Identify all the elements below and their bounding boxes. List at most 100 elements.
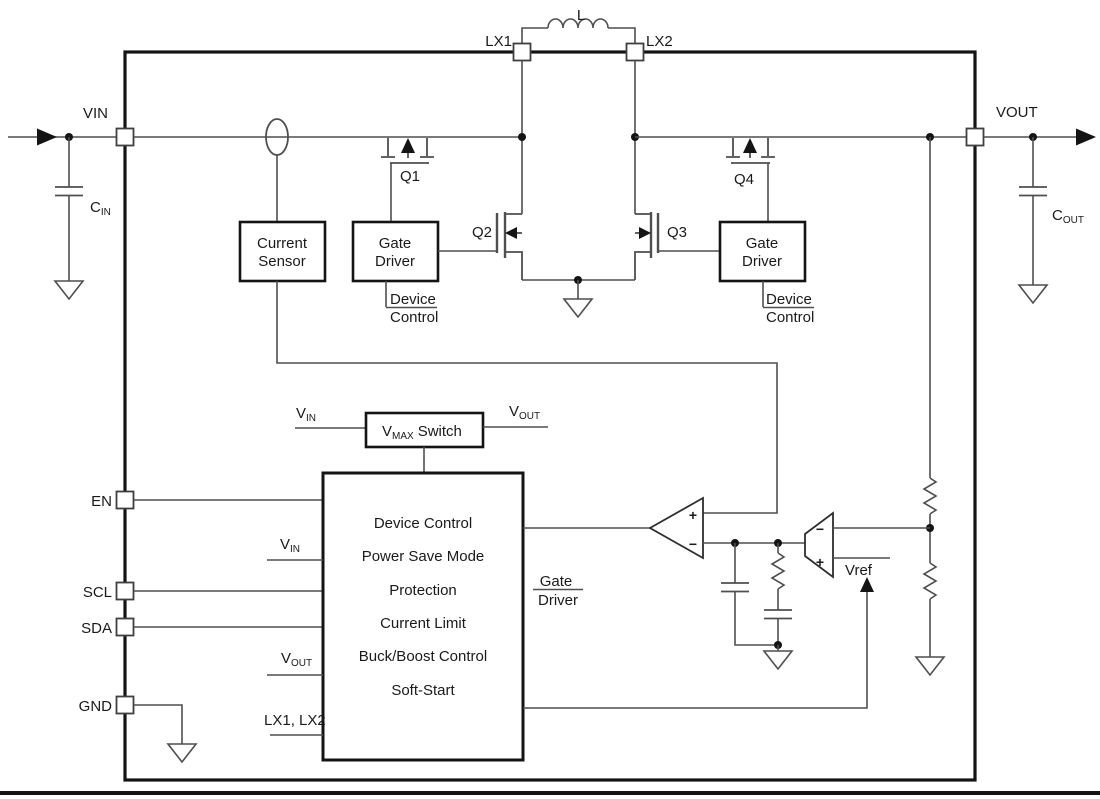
vout-net-label: VOUT [996,104,1038,121]
vin-sense-label: VIN [280,536,300,555]
en-pin [115,490,135,510]
vin-sense-input: VIN [267,536,323,561]
compensation-cap1 [720,582,750,593]
sda-pin-group: SDA [81,617,323,637]
gnd-pin-ground-icon [167,743,197,763]
gate-driver-signal: Gate Driver [533,573,583,609]
feedback-divider [915,133,945,676]
cin-label: CIN [90,199,111,218]
comparator-minus-label: − [689,536,697,552]
gnd-pin-group: GND [79,695,197,763]
vout-arrow-icon [1076,128,1096,146]
q1-label: Q1 [400,168,420,185]
vout-sense-input: VOUT [267,650,323,676]
function-power-save-mode: Power Save Mode [362,548,485,565]
pwm-comparator: + − [523,496,805,560]
compensation-cap2 [763,609,793,620]
device-control-right-line1: Device [766,291,812,308]
lx-sense-input: LX1, LX2 [264,712,326,736]
q2-q3-ground [563,276,593,318]
main-control-block: Device Control Power Save Mode Protectio… [321,471,525,762]
sda-pin [115,617,135,637]
q3-arrow-icon [639,227,651,239]
function-device-control: Device Control [374,515,472,532]
scl-pin-label: SCL [83,584,112,601]
vref-label: Vref [845,562,873,579]
function-soft-start: Soft-Start [391,682,455,699]
cin-capacitor: CIN [54,137,111,300]
scl-pin [115,581,135,601]
current-sensor-line1: Current [257,235,308,252]
scl-pin-group: SCL [83,581,323,601]
inductor: L [521,7,636,44]
vin-pin [115,127,135,147]
inductor-label: L [577,7,585,24]
divider-ground-icon [915,656,945,676]
gate-driver-signal-line2: Driver [538,592,578,609]
compensation-network [720,539,793,670]
cout-capacitor: COUT [1018,137,1084,304]
function-protection: Protection [389,582,457,599]
gate-driver-signal-line1: Gate [540,573,573,590]
q1-arrow-icon [401,138,415,153]
gate-driver-right-line2: Driver [742,253,782,270]
device-control-left-line1: Device [390,291,436,308]
lx2-pin-label: LX2 [646,33,673,50]
error-amplifier: − + [804,511,930,579]
q3-mosfet: Q3 [578,60,720,281]
gate-driver-left-line2: Driver [375,253,415,270]
function-buck-boost-control: Buck/Boost Control [359,648,487,665]
lx2-pin: LX2 [625,33,673,62]
cin-ground-icon [54,280,84,300]
compensation-ground-icon [763,650,793,670]
vref-path: Vref [523,562,874,709]
q3-label: Q3 [667,224,687,241]
error-amp-plus-label: + [816,554,824,570]
ic-boundary [123,50,977,782]
q4-label: Q4 [734,171,754,188]
q2-q3-ground-icon [563,298,593,318]
vin-arrow-icon [37,128,57,146]
gnd-pin-label: GND [79,698,113,715]
lx-sense-label: LX1, LX2 [264,712,326,729]
vmax-vout-label: VOUT [509,403,540,422]
gate-driver-right-block: Gate Driver Device Control [718,220,814,326]
figure-bottom-rule [0,791,1100,795]
device-control-right-line2: Control [766,309,814,326]
vin-net-label: VIN [83,105,108,122]
comparator-plus-label: + [689,507,697,523]
q2-arrow-icon [505,227,517,239]
vin-input-net: VIN [8,105,135,147]
cout-label: COUT [1052,207,1084,226]
current-sensor-line2: Sensor [258,253,306,270]
current-sensor-block: Current Sensor [238,155,327,283]
q1-mosfet: Q1 [381,138,434,222]
current-sense-feedback-wire [276,281,778,514]
vref-arrow-icon [860,577,874,592]
feedback-resistor-top [923,477,937,515]
q4-arrow-icon [743,138,757,153]
en-pin-group: EN [91,490,323,510]
feedback-resistor-bottom [923,562,937,600]
gate-driver-right-line1: Gate [746,235,779,252]
q4-mosfet: Q4 [726,138,775,223]
error-amp-minus-label: − [816,521,824,537]
sda-pin-label: SDA [81,620,112,637]
vmax-vin-label: VIN [296,405,316,424]
vout-output-net: VOUT [965,104,1096,147]
cout-ground-icon [1018,284,1048,304]
gnd-pin [115,695,135,715]
q2-label: Q2 [472,224,492,241]
lx1-pin: LX1 [485,33,532,62]
gate-driver-left-line1: Gate [379,235,412,252]
vout-pin [965,127,985,147]
en-pin-label: EN [91,493,112,510]
device-control-left-line2: Control [390,309,438,326]
q2-mosfet: Q2 [438,60,578,281]
function-current-limit: Current Limit [380,615,467,632]
gate-driver-left-block: Gate Driver Device Control [351,220,440,326]
compensation-resistor [771,552,785,590]
